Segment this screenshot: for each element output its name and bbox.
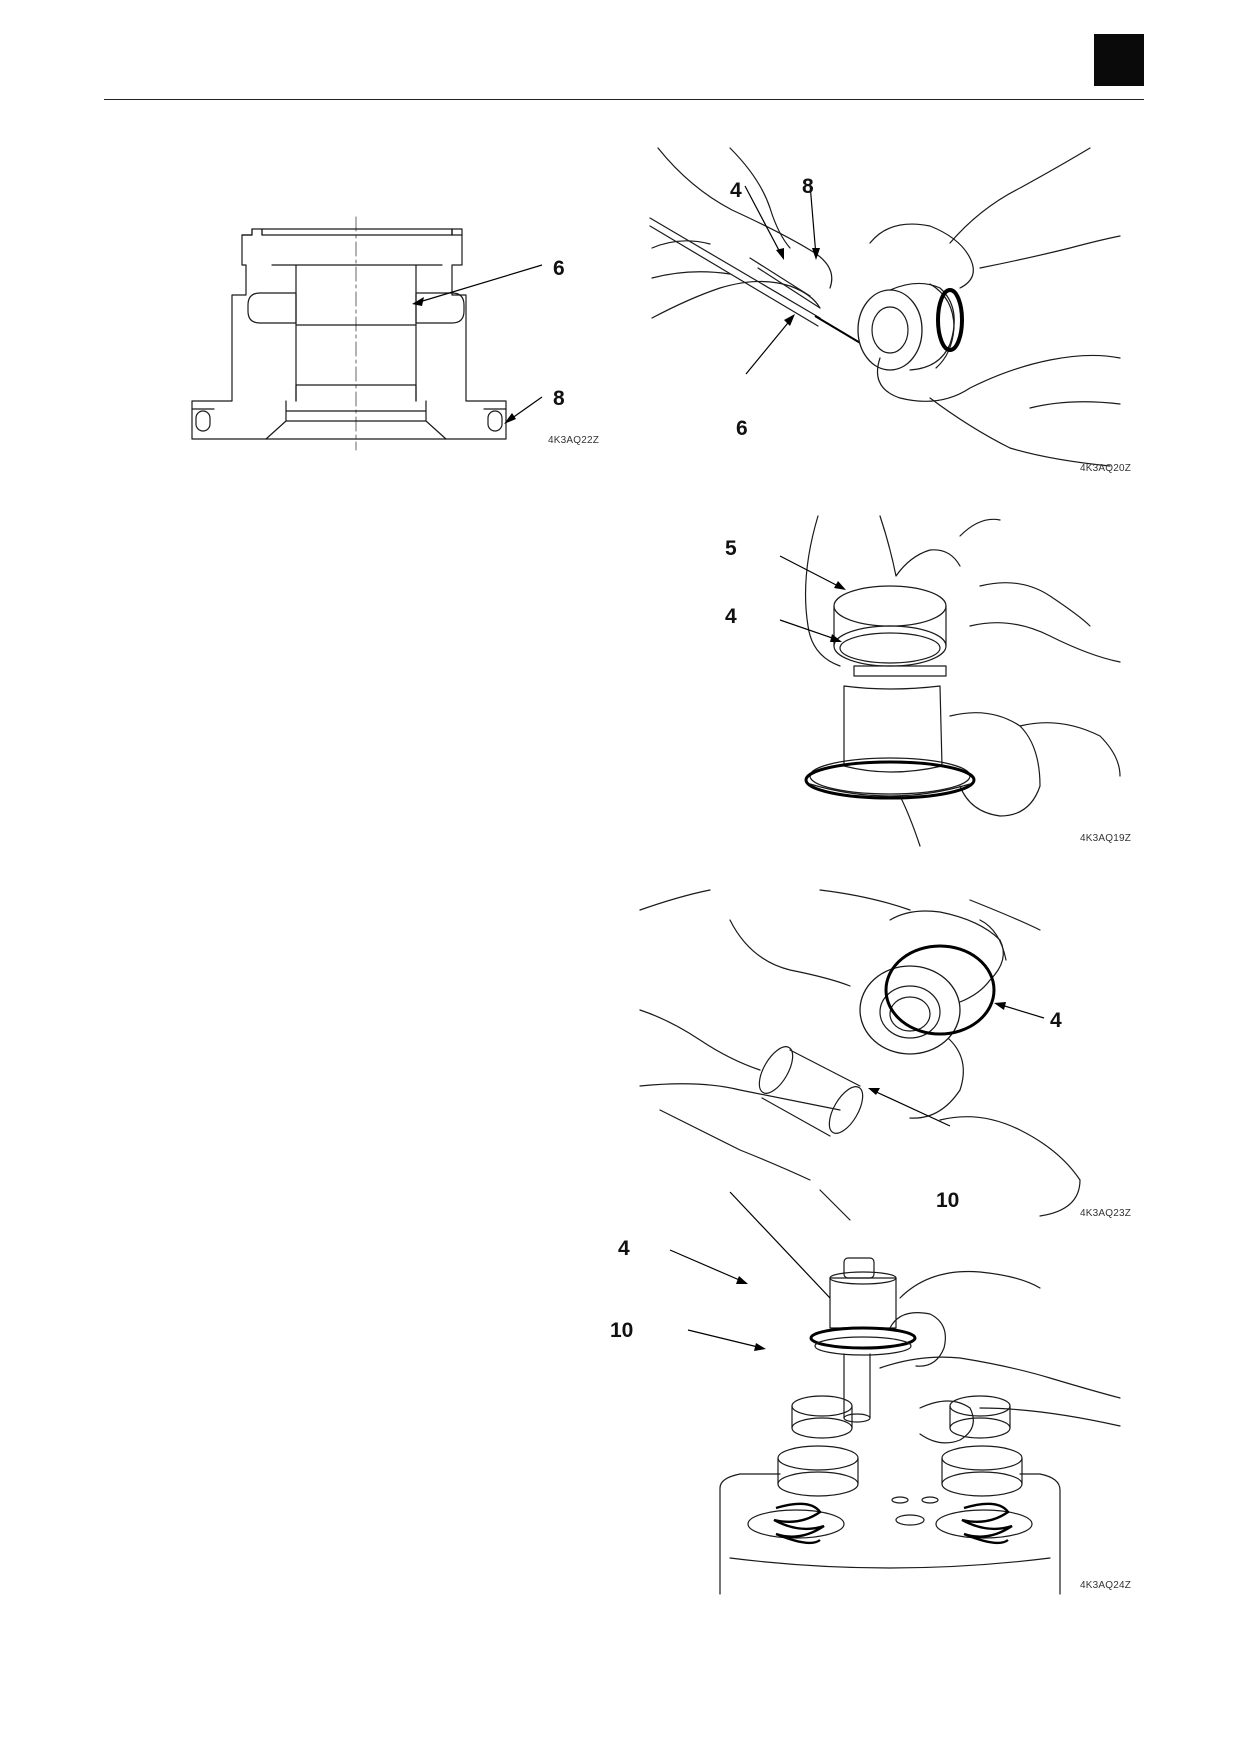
- fitting-sleeve-illustration: [779, 515, 1121, 847]
- callout-10: 10: [610, 1319, 634, 1342]
- callout-5: 5: [725, 537, 737, 560]
- figure-code: 4K3AQ19Z: [1080, 833, 1132, 844]
- figure-inserting-rod: 4 10 4K3AQ23Z: [639, 889, 1131, 1221]
- callout-8: 8: [802, 175, 814, 198]
- callout-6: 6: [736, 417, 748, 440]
- callout-8: 8: [553, 387, 565, 410]
- figure-installing-guide: 4 10 4K3AQ24Z: [610, 1191, 1131, 1595]
- installing-guide-illustration: [719, 1191, 1121, 1595]
- header-rule: [104, 99, 1144, 100]
- callout-4: 4: [725, 605, 737, 628]
- callout-4: 4: [730, 179, 742, 202]
- callout-4: 4: [618, 1237, 630, 1260]
- section-tab: [1094, 34, 1144, 86]
- callout-6: 6: [553, 257, 565, 280]
- removing-oring-illustration: [649, 147, 1121, 467]
- figure-code: 4K3AQ23Z: [1080, 1208, 1132, 1219]
- figure-code: 4K3AQ22Z: [548, 435, 600, 446]
- inserting-rod-illustration: [639, 889, 1081, 1221]
- figure-removing-oring: 4 8 6 4K3AQ20Z: [649, 147, 1131, 478]
- sectional-drawing-illustration: [191, 216, 543, 451]
- figure-code: 4K3AQ24Z: [1080, 1580, 1132, 1591]
- figure-code: 4K3AQ20Z: [1080, 463, 1132, 474]
- figure-fitting-sleeve: 5 4 4K3AQ19Z: [720, 515, 1131, 847]
- figure-sectional-drawing: 6 8 4K3AQ22Z: [190, 205, 610, 455]
- installing-guide-leaders: [669, 1249, 766, 1351]
- callout-10: 10: [936, 1189, 960, 1212]
- callout-4: 4: [1050, 1009, 1062, 1032]
